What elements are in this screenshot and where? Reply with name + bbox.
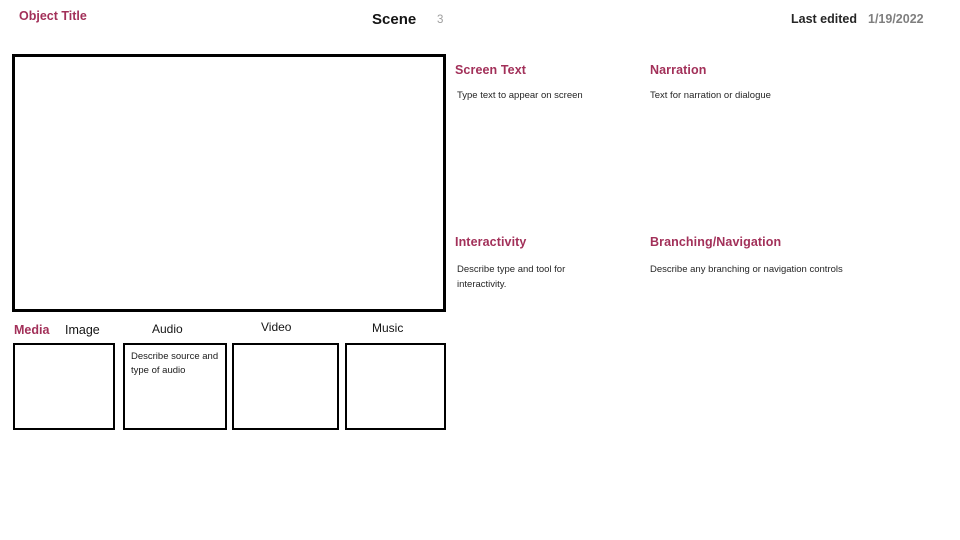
scene-number[interactable]: 3 [437,14,444,26]
last-edited-date[interactable]: 1/19/2022 [868,12,924,26]
video-column-label: Video [261,320,292,334]
music-media-box[interactable] [345,343,446,430]
narration-heading: Narration [650,63,707,77]
branching-navigation-heading: Branching/Navigation [650,235,782,249]
scene-canvas-box[interactable] [12,54,446,312]
screen-text-heading: Screen Text [455,63,527,77]
object-title[interactable]: Object Title [19,9,87,23]
screen-text-placeholder[interactable]: Type text to appear on screen [457,90,583,101]
audio-column-label: Audio [152,322,183,336]
image-media-box[interactable] [13,343,115,430]
scene-label: Scene [372,11,417,28]
video-media-box[interactable] [232,343,339,430]
last-edited-label: Last edited [791,12,857,26]
narration-placeholder[interactable]: Text for narration or dialogue [650,90,771,101]
interactivity-heading: Interactivity [455,235,527,249]
branching-navigation-placeholder[interactable]: Describe any branching or navigation con… [650,264,843,275]
image-column-label: Image [65,323,100,337]
music-column-label: Music [372,321,404,335]
audio-media-box[interactable]: Describe source and type of audio [123,343,227,430]
media-section-label: Media [14,323,50,337]
interactivity-placeholder[interactable]: Describe type and tool for interactivity… [457,264,566,290]
audio-placeholder-text[interactable]: Describe source and type of audio [131,351,219,377]
